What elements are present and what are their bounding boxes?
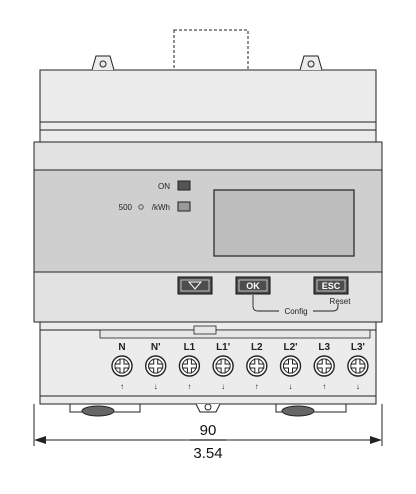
current-direction-arrow: ↑	[187, 382, 191, 391]
screw-cross-icon	[181, 358, 197, 374]
current-direction-arrow: ↑	[120, 382, 124, 391]
esc-button-label: ESC	[322, 281, 341, 291]
dimension-inch: 3.54	[193, 445, 222, 462]
dimension-mm: 90	[200, 422, 217, 439]
terminal-l3: L3 ↑	[313, 342, 335, 391]
terminal-label: L2'	[283, 342, 297, 353]
screw-cross-icon	[249, 358, 265, 374]
terminal-row: N↑N'↓L1↑L1'↓L2↑L2'↓L3↑L3'↓	[111, 342, 369, 391]
esc-button[interactable]: ESC	[313, 276, 349, 295]
pulse-led	[177, 201, 191, 212]
ok-button[interactable]: OK	[235, 276, 271, 295]
screw-cross-icon	[114, 358, 130, 374]
down-button[interactable]	[177, 276, 213, 295]
terminal-n: N↑	[111, 342, 133, 391]
on-label: ON	[158, 182, 170, 191]
on-led	[177, 180, 191, 191]
terminal-label: N	[118, 342, 125, 353]
dashed-clip-outline	[173, 29, 249, 71]
terminal-l2p: L2' ↓	[279, 342, 302, 391]
config-caption: Config	[284, 307, 307, 316]
screw-cross-icon	[350, 358, 366, 374]
terminal-label: L1	[184, 342, 196, 353]
config-bracket-right	[313, 304, 339, 312]
ok-button-label: OK	[246, 281, 260, 291]
triangle-down-icon	[187, 281, 203, 290]
terminal-label: N'	[151, 342, 161, 353]
screw-cross-icon	[283, 358, 298, 374]
terminal-label: L3	[318, 342, 330, 353]
terminal-label: L3'	[351, 342, 365, 353]
terminal-np: N' ↓	[144, 342, 167, 391]
current-direction-arrow: ↑	[322, 382, 326, 391]
screw-cross-icon	[215, 358, 231, 374]
terminal-l2: L2 ↑	[246, 342, 268, 391]
width-dimension: 90 3.54	[33, 404, 383, 462]
screw-cross-icon	[148, 358, 164, 374]
terminal-label: L2	[251, 342, 263, 353]
pulse-rate-value: 500	[119, 203, 133, 212]
current-direction-arrow: ↑	[255, 382, 259, 391]
terminal-l1: L1 ↑	[178, 342, 201, 391]
current-direction-arrow: ↓	[154, 382, 158, 391]
pulse-rate-unit: /kWh	[152, 203, 170, 212]
top-cover	[34, 55, 382, 143]
terminal-label: L1'	[216, 342, 230, 353]
current-direction-arrow: ↓	[289, 382, 293, 391]
config-bracket	[252, 295, 279, 312]
screw-cross-icon	[316, 358, 332, 374]
terminal-l1p: L1' ↓	[212, 342, 234, 391]
lcd-display	[213, 189, 355, 257]
terminal-l3p: L3' ↓	[347, 342, 369, 391]
din-rail-clips	[69, 403, 347, 417]
current-direction-arrow: ↓	[221, 382, 225, 391]
pulse-dot-icon	[138, 204, 144, 210]
reset-caption: Reset	[330, 297, 352, 306]
current-direction-arrow: ↓	[356, 382, 360, 391]
